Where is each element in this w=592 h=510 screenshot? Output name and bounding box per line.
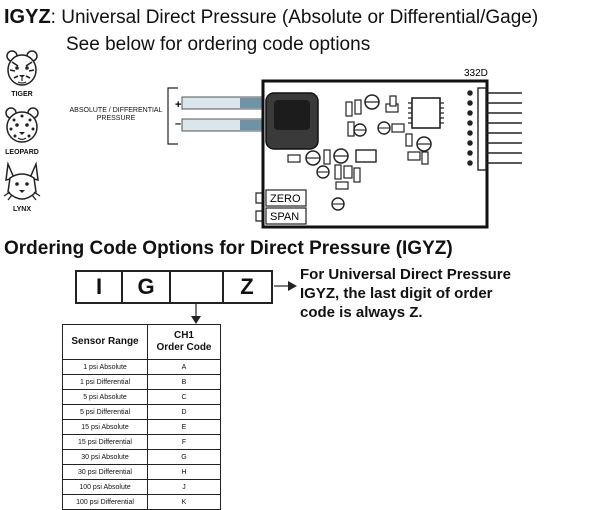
resistor	[389, 95, 397, 107]
product-code: IGYZ	[4, 6, 51, 28]
span-pot	[265, 207, 307, 225]
note-line: code is always Z.	[300, 304, 423, 321]
chip	[343, 165, 353, 179]
resistor	[323, 149, 331, 165]
order-code-cell: F	[147, 434, 221, 450]
order-code-cell: J	[147, 479, 221, 495]
order-code-cell: A	[147, 359, 221, 375]
col-header-sensor-range: Sensor Range	[62, 324, 148, 360]
code-digit-3-blank	[171, 270, 224, 304]
chip	[407, 151, 421, 161]
right-arrow-icon	[288, 281, 297, 291]
order-code-cell: E	[147, 419, 221, 435]
lynx-label: LYNX	[12, 206, 32, 213]
sensor-range-cell: 5 psi Differential	[62, 404, 148, 420]
sensor-range-cell: 30 psi Absolute	[62, 449, 148, 465]
leopard-label: LEOPARD	[5, 149, 39, 156]
port-bracket	[167, 87, 178, 145]
resistor	[353, 167, 361, 183]
chip	[335, 181, 349, 190]
order-code-cell: C	[147, 389, 221, 405]
tiger-icon	[2, 48, 42, 97]
plus-sign: +	[175, 99, 181, 111]
zero-label: ZERO	[270, 193, 301, 205]
subtitle: See below for ordering code options	[66, 34, 371, 55]
resistor	[405, 133, 413, 147]
ic-chip	[411, 97, 441, 129]
code-digit-4: Z	[223, 270, 273, 304]
resistor	[334, 164, 342, 180]
sensor-range-cell: 1 psi Differential	[62, 374, 148, 390]
lynx-icon	[2, 161, 42, 211]
sensor-range-cell: 100 psi Differential	[62, 494, 148, 510]
zero-pot	[265, 189, 307, 207]
col-header-order-code-text: Order Code	[156, 342, 212, 353]
col-header-ch1: CH1	[173, 330, 194, 341]
resistor	[345, 101, 353, 117]
down-arrow-icon	[191, 316, 201, 324]
order-code-cell: G	[147, 449, 221, 465]
sensor-range-cell: 15 psi Differential	[62, 434, 148, 450]
order-code-cell: D	[147, 404, 221, 420]
leopard-icon	[2, 104, 42, 153]
resistor	[421, 151, 429, 165]
minus-sign: –	[175, 118, 181, 130]
sensor-range-cell: 15 psi Absolute	[62, 419, 148, 435]
span-label: SPAN	[270, 211, 299, 223]
order-code-cell: H	[147, 464, 221, 480]
code-note: For Universal Direct Pressure IGYZ, the …	[300, 265, 560, 322]
order-code-cell: K	[147, 494, 221, 510]
output-connector	[477, 87, 487, 171]
sensor-range-cell: 100 psi Absolute	[62, 479, 148, 495]
chip	[391, 123, 405, 133]
chip	[287, 154, 301, 163]
code-digit-1: I	[75, 270, 123, 304]
sensor-range-cell: 1 psi Absolute	[62, 359, 148, 375]
title-text: : Universal Direct Pressure (Absolute or…	[50, 7, 539, 28]
note-line: IGYZ, the last digit of order	[300, 285, 493, 302]
sensor-range-cell: 5 psi Absolute	[62, 389, 148, 405]
tiger-label: TIGER	[11, 91, 33, 98]
sensor-range-cell: 30 psi Differential	[62, 464, 148, 480]
connector-pins	[467, 90, 522, 166]
port-label: ABSOLUTE / DIFFERENTIAL PRESSURE	[69, 107, 163, 122]
module-diagram: + – 332D	[167, 68, 522, 229]
tube-positive-fitting	[240, 98, 270, 108]
order-code-cell: B	[147, 374, 221, 390]
tube-negative-fitting	[240, 120, 270, 130]
board-label: 332D	[464, 68, 488, 79]
note-line: For Universal Direct Pressure	[300, 266, 511, 283]
resistor	[347, 121, 355, 137]
section-heading: Ordering Code Options for Direct Pressur…	[4, 238, 453, 259]
pointer-arrows	[191, 281, 297, 324]
sensor-core	[274, 100, 310, 130]
title: IGYZ: Universal Direct Pressure (Absolut…	[4, 6, 538, 29]
code-digit-2: G	[123, 270, 171, 304]
resistor	[354, 99, 362, 115]
chip	[355, 149, 377, 163]
